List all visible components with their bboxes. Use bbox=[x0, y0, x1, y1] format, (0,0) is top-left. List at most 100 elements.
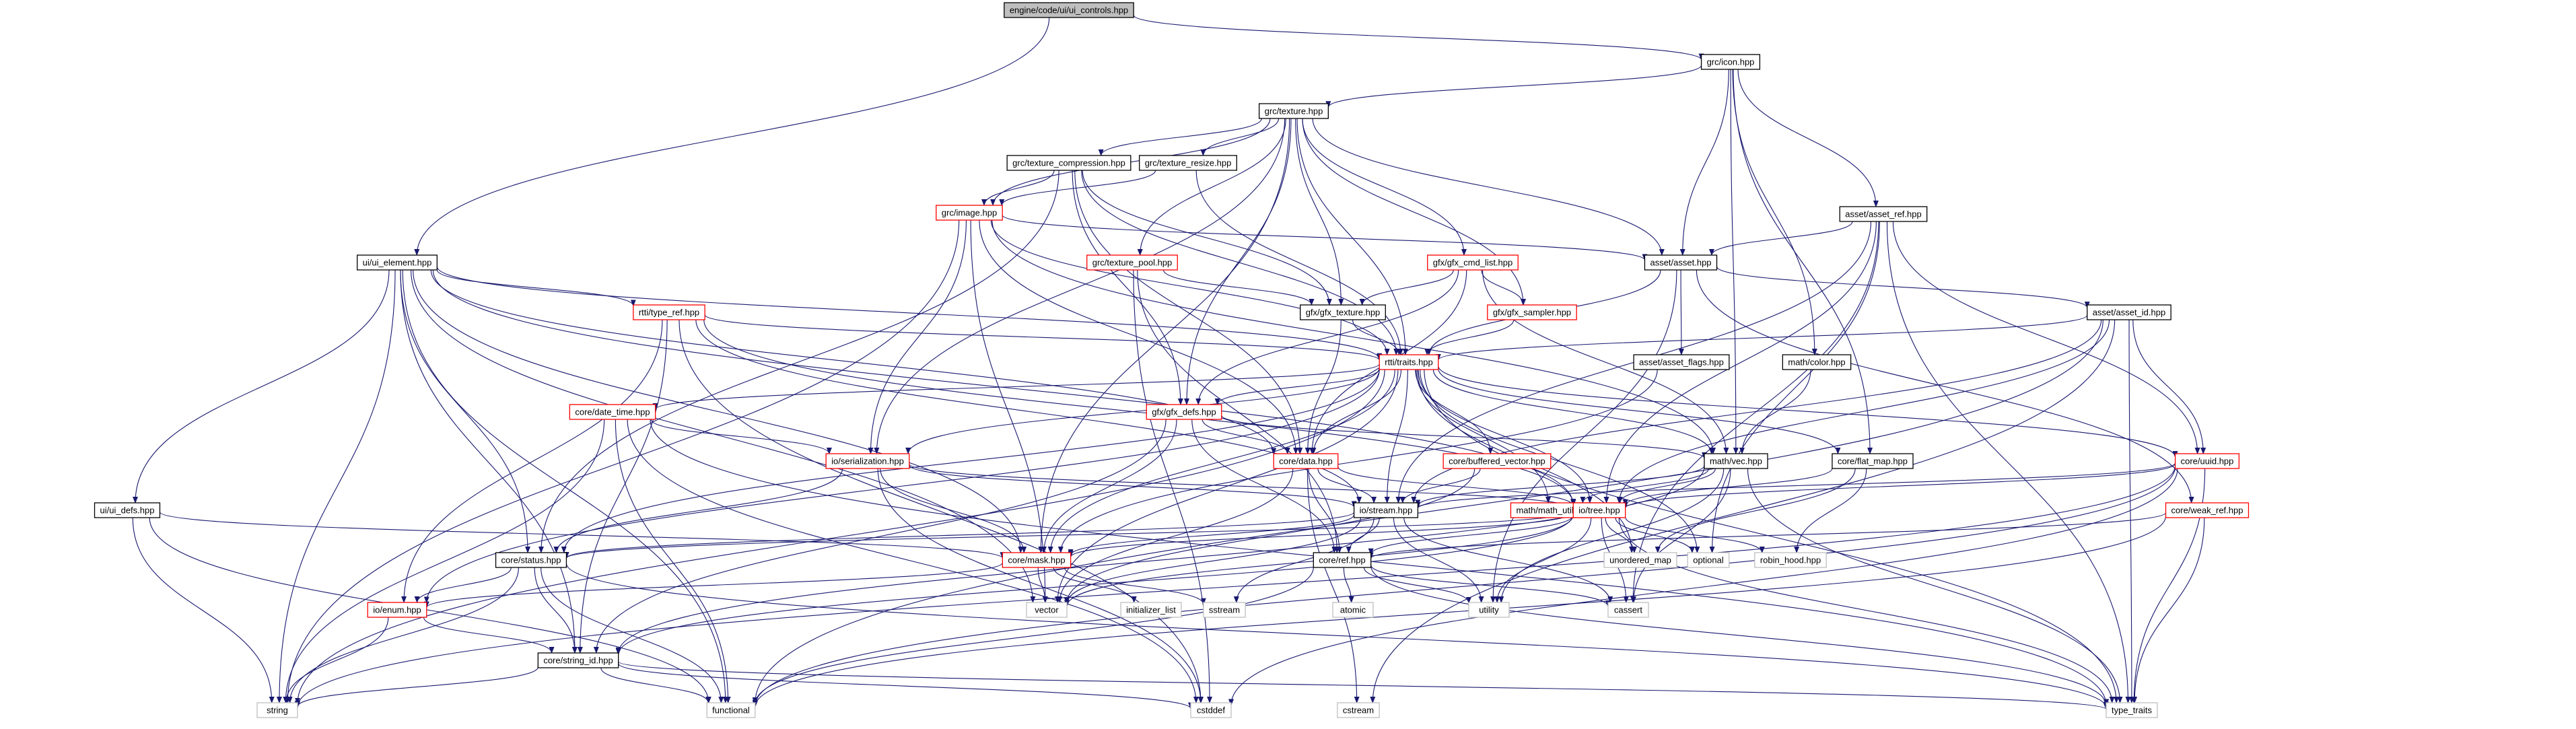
graph-node-stream[interactable]: io/stream.hpp bbox=[1353, 502, 1419, 518]
edge-uuid-to-tree bbox=[1622, 463, 2176, 509]
node-label: ui/ui_element.hpp bbox=[363, 258, 432, 268]
node-box bbox=[1313, 552, 1372, 568]
edge-traits-to-string bbox=[295, 369, 1385, 705]
graph-node-texture-resize[interactable]: grc/texture_resize.hpp bbox=[1139, 155, 1237, 171]
node-label: io/enum.hpp bbox=[373, 605, 421, 615]
graph-node-type-traits[interactable]: type_traits bbox=[2105, 702, 2158, 718]
node-label: asset/asset.hpp bbox=[1650, 258, 1711, 268]
edge-texture-to-mask bbox=[1038, 118, 1290, 553]
edge-tree-to-string-id bbox=[615, 514, 1574, 656]
edge-gfx-cmd-list-to-vec bbox=[1482, 269, 1729, 454]
graph-node-texture-compression[interactable]: grc/texture_compression.hpp bbox=[1006, 155, 1132, 171]
edge-ui-element-to-mask bbox=[413, 269, 1024, 553]
graph-node-status[interactable]: core/status.hpp bbox=[495, 552, 567, 568]
edge-uuid-to-string bbox=[295, 465, 2176, 709]
edge-type-ref-to-stream bbox=[695, 319, 1362, 504]
node-box bbox=[1603, 552, 1677, 568]
graph-node-weak-ref[interactable]: core/weak_ref.hpp bbox=[2165, 502, 2250, 518]
node-box bbox=[1300, 304, 1386, 320]
graph-node-ui-defs[interactable]: ui/ui_defs.hpp bbox=[94, 502, 161, 518]
graph-node-uuid[interactable]: core/uuid.hpp bbox=[2174, 453, 2240, 469]
graph-node-mask[interactable]: core/mask.hpp bbox=[1002, 552, 1072, 568]
graph-node-icon[interactable]: grc/icon.hpp bbox=[1700, 54, 1761, 70]
edge-image-to-serialization bbox=[868, 219, 967, 454]
edge-date-time-to-type-traits bbox=[650, 419, 2109, 706]
graph-node-gfx-defs[interactable]: gfx/gfx_defs.hpp bbox=[1146, 404, 1222, 420]
graph-node-traits[interactable]: rtti/traits.hpp bbox=[1379, 354, 1439, 370]
edge-status-to-type-traits bbox=[565, 563, 2109, 709]
graph-node-string[interactable]: string bbox=[256, 702, 298, 718]
edge-data-to-cstream bbox=[1307, 468, 1360, 703]
edge-asset-id-to-traits bbox=[1436, 314, 2088, 361]
graph-node-image[interactable]: grc/image.hpp bbox=[936, 205, 1003, 221]
graph-node-data[interactable]: core/data.hpp bbox=[1273, 453, 1339, 469]
graph-node-tree[interactable]: io/tree.hpp bbox=[1572, 502, 1626, 518]
edge-stream-to-utility bbox=[1393, 517, 1484, 603]
node-box bbox=[1190, 702, 1232, 718]
node-label: core/status.hpp bbox=[501, 555, 561, 565]
edge-traits-to-mask bbox=[1047, 369, 1395, 553]
graph-node-gfx-texture[interactable]: gfx/gfx_texture.hpp bbox=[1300, 304, 1386, 320]
graph-node-unordered-map[interactable]: unordered_map bbox=[1603, 552, 1677, 568]
node-label: io/serialization.hpp bbox=[831, 456, 904, 466]
graph-node-ref[interactable]: core/ref.hpp bbox=[1313, 552, 1372, 568]
edge-mask-to-vector bbox=[1037, 567, 1048, 603]
graph-node-date-time[interactable]: core/date_time.hpp bbox=[569, 404, 656, 420]
edge-ui-defs-to-string bbox=[132, 517, 275, 703]
graph-node-vec[interactable]: math/vec.hpp bbox=[1704, 453, 1768, 469]
graph-node-asset-ref[interactable]: asset/asset_ref.hpp bbox=[1839, 206, 1928, 222]
node-label: gfx/gfx_texture.hpp bbox=[1306, 308, 1381, 318]
edge-asset-id-to-type-traits bbox=[2128, 319, 2134, 703]
edge-tree-to-robin-hood bbox=[1625, 516, 1765, 553]
edge-image-to-vec bbox=[991, 219, 1716, 454]
edge-texture-resize-to-traits bbox=[1195, 170, 1403, 355]
edge-tree-to-unordered-map bbox=[1605, 517, 1637, 553]
edge-gfx-defs-to-string-id bbox=[593, 419, 1167, 654]
graph-node-type-ref[interactable]: rtti/type_ref.hpp bbox=[633, 304, 705, 320]
graph-node-gfx-sampler[interactable]: gfx/gfx_sampler.hpp bbox=[1487, 304, 1577, 320]
graph-node-asset-id[interactable]: asset/asset_id.hpp bbox=[2087, 304, 2171, 320]
graph-node-buffered-vector[interactable]: core/buffered_vector.hpp bbox=[1442, 453, 1552, 469]
graph-node-sstream[interactable]: sstream bbox=[1203, 602, 1246, 618]
graph-node-root[interactable]: engine/code/ui/ui_controls.hpp bbox=[1004, 2, 1134, 18]
graph-node-enum[interactable]: io/enum.hpp bbox=[367, 602, 427, 618]
graph-node-color[interactable]: math/color.hpp bbox=[1782, 354, 1852, 370]
graph-node-string-id[interactable]: core/string_id.hpp bbox=[537, 652, 619, 668]
edge-ui-element-to-string-id bbox=[400, 269, 578, 654]
graph-node-ui-element[interactable]: ui/ui_element.hpp bbox=[357, 254, 438, 271]
node-label: cstream bbox=[1343, 705, 1374, 716]
graph-node-gfx-cmd-list[interactable]: gfx/gfx_cmd_list.hpp bbox=[1427, 254, 1519, 271]
edge-traits-to-serialization bbox=[905, 367, 1380, 454]
node-box bbox=[2165, 502, 2250, 518]
graph-node-robin-hood[interactable]: robin_hood.hpp bbox=[1754, 552, 1827, 568]
graph-node-functional[interactable]: functional bbox=[706, 702, 756, 718]
node-box bbox=[537, 652, 619, 668]
graph-node-optional[interactable]: optional bbox=[1687, 552, 1730, 568]
graph-node-serialization[interactable]: io/serialization.hpp bbox=[825, 453, 910, 469]
node-box bbox=[367, 602, 427, 618]
edge-texture-to-gfx-sampler bbox=[1302, 118, 1526, 306]
edge-flat-map-to-robin-hood bbox=[1794, 468, 1867, 553]
edge-gfx-sampler-to-traits bbox=[1424, 319, 1515, 355]
graph-node-cassert[interactable]: cassert bbox=[1607, 602, 1649, 618]
graph-node-cstddef[interactable]: cstddef bbox=[1190, 702, 1232, 718]
graph-node-texture-pool[interactable]: grc/texture_pool.hpp bbox=[1086, 254, 1178, 271]
edge-texture-compression-to-status bbox=[538, 170, 1059, 553]
graph-node-initializer-list[interactable]: initializer_list bbox=[1120, 602, 1182, 618]
edge-texture-to-asset bbox=[1312, 118, 1665, 256]
graph-node-asset[interactable]: asset/asset.hpp bbox=[1644, 254, 1718, 271]
graph-node-asset-flags[interactable]: asset/asset_flags.hpp bbox=[1633, 354, 1730, 370]
graph-node-texture[interactable]: grc/texture.hpp bbox=[1258, 103, 1329, 119]
graph-node-flat-map[interactable]: core/flat_map.hpp bbox=[1832, 453, 1914, 469]
node-label: atomic bbox=[1340, 605, 1366, 615]
graph-node-utility[interactable]: utility bbox=[1468, 602, 1510, 618]
graph-node-cstream[interactable]: cstream bbox=[1337, 702, 1380, 718]
graph-node-atomic[interactable]: atomic bbox=[1332, 602, 1374, 618]
edge-date-time-to-cstddef bbox=[627, 419, 1199, 703]
node-box bbox=[936, 205, 1003, 221]
graph-node-vector[interactable]: vector bbox=[1026, 602, 1068, 618]
node-box bbox=[1146, 404, 1222, 420]
node-box bbox=[2087, 304, 2171, 320]
node-label: cassert bbox=[1614, 605, 1642, 615]
node-label: gfx/gfx_cmd_list.hpp bbox=[1433, 258, 1513, 268]
